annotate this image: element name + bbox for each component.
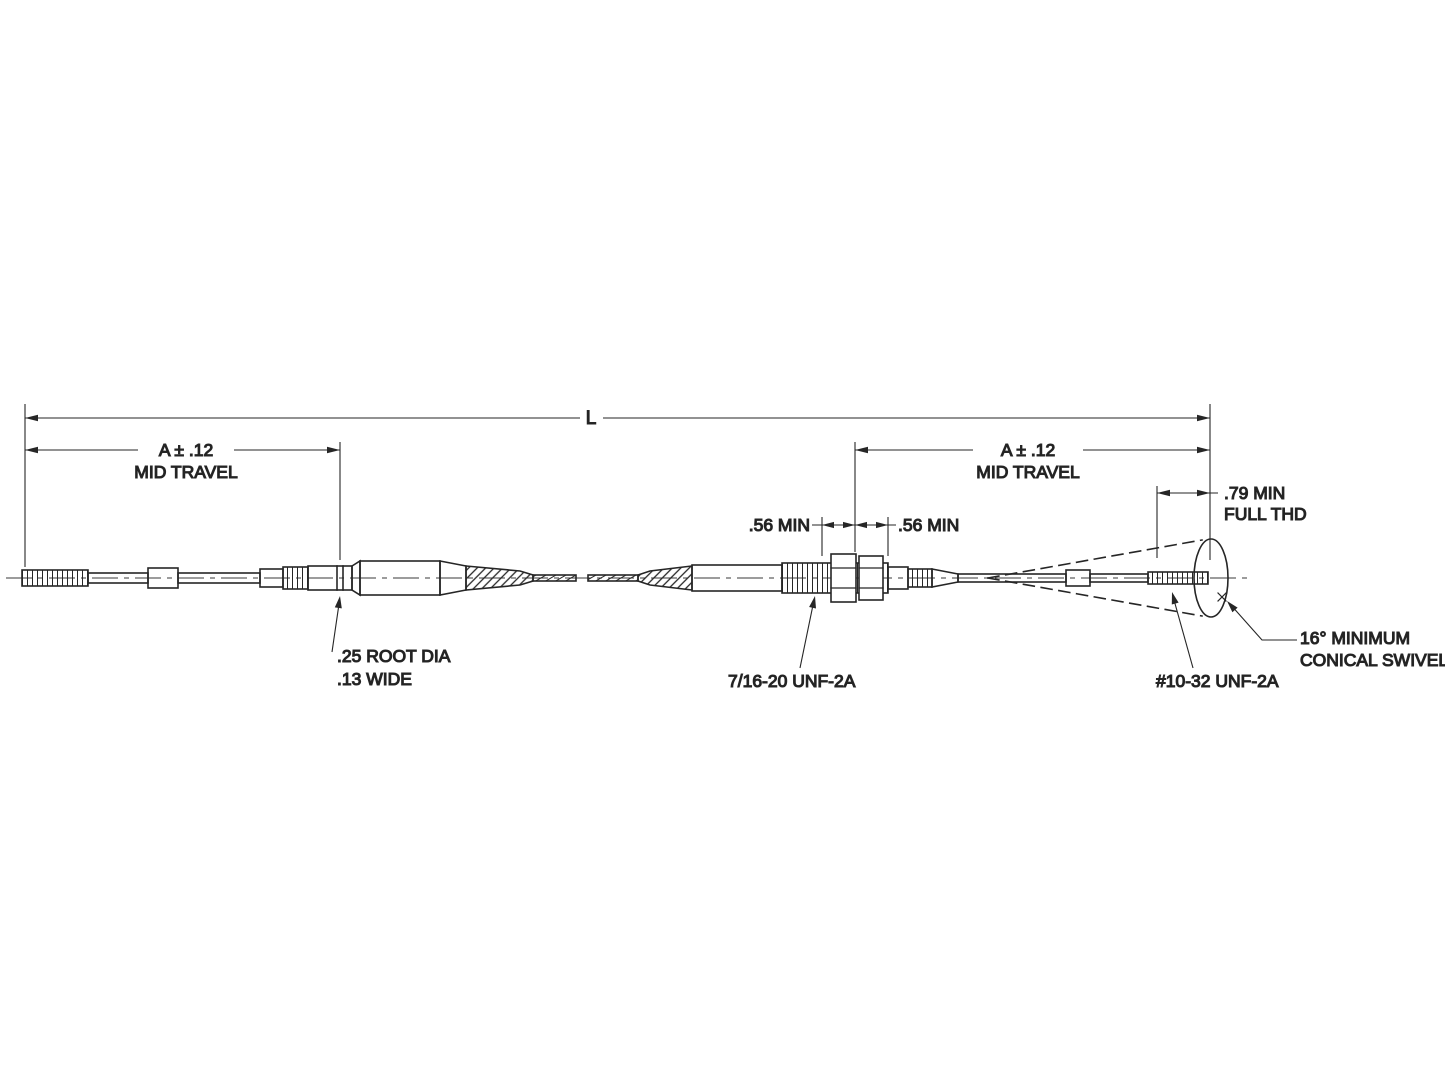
swivel-cone-lower bbox=[987, 577, 1203, 617]
callout-root-dia: .25 ROOT DIA .13 WIDE bbox=[331, 596, 451, 690]
dim-mid-travel-right-value: A ± .12 bbox=[1001, 440, 1055, 460]
callout-bulkhead-thread-label: 7/16-20 UNF-2A bbox=[728, 671, 856, 691]
left-threaded-rod-end bbox=[21, 567, 261, 589]
dimension-full-thread: .79 MIN FULL THD bbox=[1157, 482, 1307, 525]
left-conduit bbox=[351, 559, 534, 597]
swivel-ellipse bbox=[1193, 538, 1229, 618]
dim-mid-travel-left-value: A ± .12 bbox=[159, 440, 213, 460]
dimension-mid-travel-right: A ± .12 MID TRAVEL bbox=[855, 439, 1210, 483]
callout-conical-swivel-line1: 16° MINIMUM bbox=[1300, 628, 1410, 648]
callout-bulkhead-thread: 7/16-20 UNF-2A bbox=[727, 596, 856, 692]
jam-nut-2 bbox=[858, 555, 884, 601]
callout-root-dia-line1: .25 ROOT DIA bbox=[337, 646, 451, 666]
swivel-cone-upper bbox=[987, 539, 1203, 579]
swaged-ferrule-left bbox=[465, 565, 534, 591]
swaged-ferrule-right bbox=[637, 565, 693, 591]
callout-conical-swivel: 16° MINIMUM CONICAL SWIVEL bbox=[1227, 601, 1445, 671]
dimension-min-right: .56 MIN bbox=[855, 514, 960, 536]
extension-lines bbox=[24, 404, 1211, 567]
swivel-x-mark bbox=[1217, 592, 1227, 602]
callout-conical-swivel-line2: CONICAL SWIVEL bbox=[1300, 650, 1445, 670]
dimension-overall-length: L bbox=[25, 407, 1210, 430]
dimension-min-left: .56 MIN bbox=[748, 514, 855, 536]
dim-mid-travel-left-caption: MID TRAVEL bbox=[134, 462, 238, 482]
dimensions: L A ± .12 MID TRAVEL A ± .12 MID TRAVEL … bbox=[24, 404, 1307, 567]
cable-assembly bbox=[21, 538, 1229, 618]
dim-min-right-label: .56 MIN bbox=[898, 515, 959, 535]
callout-rod-end-thread: #10-32 UNF-2A bbox=[1155, 592, 1279, 692]
callout-root-dia-line2: .13 WIDE bbox=[337, 669, 412, 689]
callouts: .25 ROOT DIA .13 WIDE 7/16-20 UNF-2A #10… bbox=[331, 592, 1445, 692]
callout-rod-end-thread-label: #10-32 UNF-2A bbox=[1156, 671, 1279, 691]
conical-swivel-envelope bbox=[987, 538, 1229, 618]
dim-min-left-label: .56 MIN bbox=[749, 515, 810, 535]
dim-full-thd-caption: FULL THD bbox=[1224, 504, 1307, 524]
jam-nut-1 bbox=[830, 553, 857, 603]
dimension-mid-travel-left: A ± .12 MID TRAVEL bbox=[25, 439, 340, 483]
dim-mid-travel-right-caption: MID TRAVEL bbox=[976, 462, 1080, 482]
bulkhead-fitting bbox=[781, 553, 959, 603]
dim-full-thd-value: .79 MIN bbox=[1224, 483, 1285, 503]
dim-L-label: L bbox=[586, 408, 597, 429]
right-conduit bbox=[637, 564, 783, 592]
